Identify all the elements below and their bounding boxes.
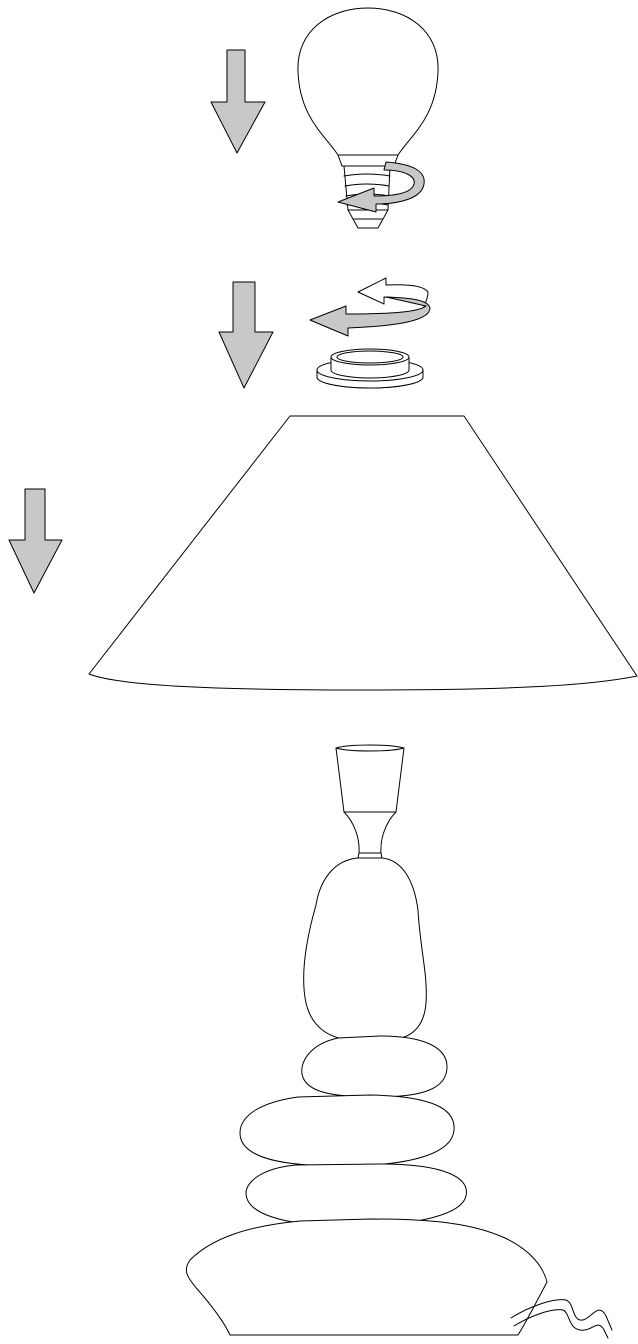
lamp-neck	[343, 811, 397, 859]
down-arrow-icon	[210, 49, 266, 154]
lamp-base-bottom	[185, 1218, 548, 1336]
down-arrow-icon	[218, 281, 274, 389]
lamp-stone-1	[301, 1035, 448, 1098]
lamp-stone-3	[245, 1163, 467, 1227]
lamp-body-stone	[303, 857, 427, 1041]
power-cord	[510, 1299, 613, 1339]
rotate-arrow-icon	[337, 161, 425, 213]
lamp-shade	[88, 415, 638, 691]
rotate-arrow-icon	[309, 277, 431, 337]
lamp-socket	[335, 744, 405, 813]
down-arrow-icon	[8, 488, 63, 594]
ring-nut	[316, 348, 424, 389]
light-bulb	[297, 7, 439, 229]
lamp-stone-2	[239, 1094, 455, 1167]
